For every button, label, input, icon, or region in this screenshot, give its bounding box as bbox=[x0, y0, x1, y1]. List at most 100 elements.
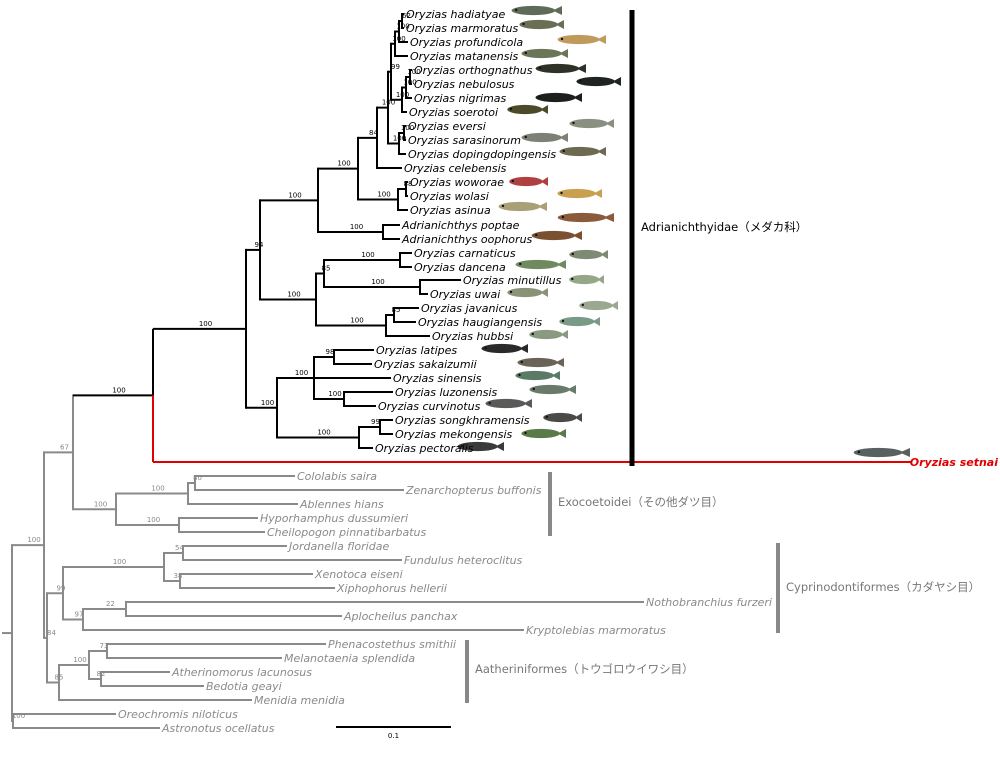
fish-photo-soerotoi bbox=[507, 104, 548, 115]
fish-tail bbox=[593, 189, 602, 198]
scale-bar-label: 0.1 bbox=[388, 732, 399, 740]
taxon-setnai: Oryzias setnai bbox=[910, 456, 998, 469]
fish-photo-oophorus bbox=[531, 230, 582, 241]
fish-photo-curvinotus bbox=[485, 398, 532, 409]
taxon-orthognathus: Oryzias orthognathus bbox=[414, 64, 533, 77]
taxon-profundicola: Oryzias profundicola bbox=[410, 36, 523, 49]
fish-tail bbox=[540, 177, 548, 186]
taxon-panchax: Aplocheilus panchax bbox=[343, 610, 458, 623]
fish-eye bbox=[560, 37, 564, 41]
taxon-poptae: Adrianichthys poptae bbox=[401, 219, 520, 232]
taxon-pinnatibarbatus: Cheilopogon pinnatibarbatus bbox=[267, 526, 427, 539]
fish-eye bbox=[524, 431, 527, 435]
fish-eye bbox=[562, 149, 565, 153]
taxon-sarasinorum: Oryzias sarasinorum bbox=[408, 134, 521, 147]
fish-tail bbox=[523, 399, 532, 408]
fish-photo-haugiangensis bbox=[559, 316, 600, 327]
fish-photo-carnaticus bbox=[569, 249, 608, 260]
taxon-javanicus: Oryzias javanicus bbox=[421, 302, 518, 315]
fish-eye bbox=[511, 179, 514, 183]
support-value: 88 bbox=[404, 180, 413, 188]
fish-body bbox=[531, 230, 576, 241]
fish-eye bbox=[571, 252, 574, 256]
fish-body bbox=[481, 343, 522, 354]
support-value: 99 bbox=[371, 418, 380, 426]
support-value: 100 bbox=[382, 99, 395, 107]
fish-tail bbox=[576, 64, 586, 73]
taxon-geayi: Bedotia geayi bbox=[206, 680, 282, 693]
fish-tail bbox=[574, 413, 582, 422]
fish-eye bbox=[524, 51, 527, 55]
taxon-oophorus: Adrianichthys oophorus bbox=[401, 233, 533, 246]
support-value: 100 bbox=[396, 91, 409, 99]
taxon-hians: Ablennes hians bbox=[299, 498, 384, 511]
fish-tail bbox=[597, 147, 606, 156]
support-value: 85 bbox=[392, 306, 401, 314]
fish-tail bbox=[603, 213, 614, 222]
fish-tail bbox=[612, 77, 621, 86]
support-value: 100 bbox=[12, 712, 25, 720]
support-value: 98 bbox=[326, 348, 335, 356]
fish-body bbox=[509, 176, 543, 187]
support-value: 54 bbox=[175, 544, 184, 552]
fish-photo-hubbsi bbox=[529, 329, 568, 340]
support-value: 100 bbox=[328, 390, 341, 398]
fish-tail bbox=[559, 49, 568, 58]
fish-eye bbox=[532, 387, 535, 391]
fish-eye bbox=[572, 121, 575, 125]
fish-photo-luzonensis bbox=[529, 384, 576, 395]
fish-tail bbox=[597, 35, 606, 44]
support-value: 100 bbox=[350, 317, 363, 325]
support-value: 100 bbox=[199, 320, 212, 328]
fish-body bbox=[559, 146, 600, 157]
fish-photo-minutillus bbox=[569, 274, 604, 285]
support-value: 99 bbox=[57, 584, 66, 592]
support-value: 100 bbox=[396, 23, 409, 31]
fish-eye bbox=[501, 204, 505, 208]
fish-photo-profundicola bbox=[557, 34, 606, 45]
fish-tail bbox=[555, 358, 564, 367]
fish-eye bbox=[561, 215, 565, 219]
support-value: 100 bbox=[73, 656, 86, 664]
taxon-minutillus: Oryzias minutillus bbox=[463, 274, 562, 287]
fish-photo-marmoratus bbox=[519, 19, 564, 30]
fish-photo-wolasi bbox=[557, 188, 602, 199]
support-value: 100 bbox=[361, 251, 374, 259]
fish-body bbox=[543, 412, 577, 423]
support-value: 97 bbox=[75, 611, 84, 619]
support-value: 85 bbox=[322, 265, 331, 273]
fish-photo-pectoralis bbox=[457, 441, 504, 452]
fish-tail bbox=[560, 330, 568, 339]
taxon-buffonis: Zenarchopterus buffonis bbox=[405, 484, 542, 497]
fish-tail bbox=[540, 288, 548, 297]
fish-eye bbox=[524, 135, 527, 139]
taxon-hubbsi: Oryzias hubbsi bbox=[432, 330, 513, 343]
support-value: 84 bbox=[47, 629, 56, 637]
fish-photo-setnai bbox=[853, 447, 910, 458]
taxon-celebensis: Oryzias celebensis bbox=[404, 162, 507, 175]
support-value: 62 bbox=[402, 12, 411, 20]
fish-body bbox=[521, 132, 562, 143]
fish-body bbox=[569, 118, 609, 129]
fish-body bbox=[507, 104, 543, 115]
support-value: 94 bbox=[255, 241, 264, 249]
fish-body bbox=[535, 63, 580, 74]
fish-tail bbox=[610, 301, 618, 310]
taxon-eiseni: Xenotoca eiseni bbox=[314, 568, 403, 581]
fish-photo-poptae bbox=[557, 212, 614, 223]
taxon-splendida: Melanotaenia splendida bbox=[284, 652, 415, 665]
support-value: 82 bbox=[97, 670, 106, 678]
support-value: 100 bbox=[377, 191, 390, 199]
support-value: 100 bbox=[337, 160, 350, 168]
fish-body bbox=[529, 329, 563, 340]
support-value: 73 bbox=[100, 642, 109, 650]
fish-tail bbox=[495, 442, 504, 451]
fish-body bbox=[557, 34, 600, 45]
fish-body bbox=[498, 201, 541, 212]
fish-body bbox=[511, 5, 556, 16]
fish-body bbox=[507, 287, 543, 298]
fish-body bbox=[535, 92, 576, 103]
fish-photo-matanensis bbox=[521, 48, 568, 59]
taxon-dussumieri: Hyporhamphus dussumieri bbox=[260, 512, 408, 525]
